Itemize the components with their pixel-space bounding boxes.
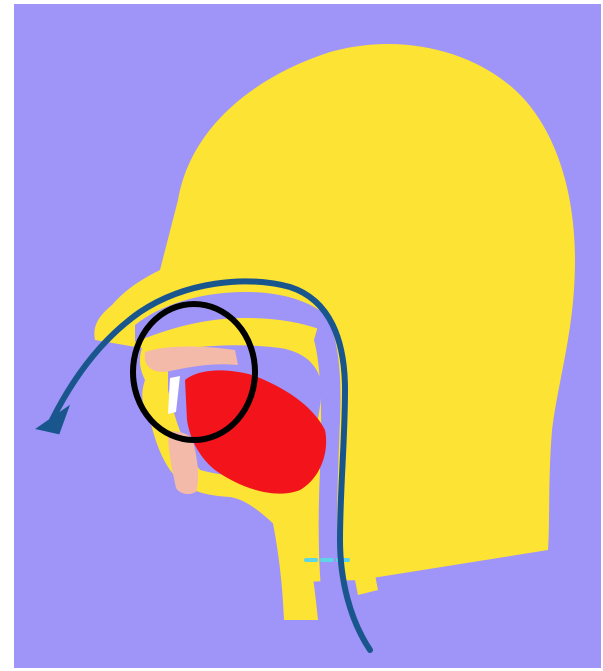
- vocal-tract-diagram: [0, 0, 603, 671]
- diagram-frame: [0, 0, 603, 671]
